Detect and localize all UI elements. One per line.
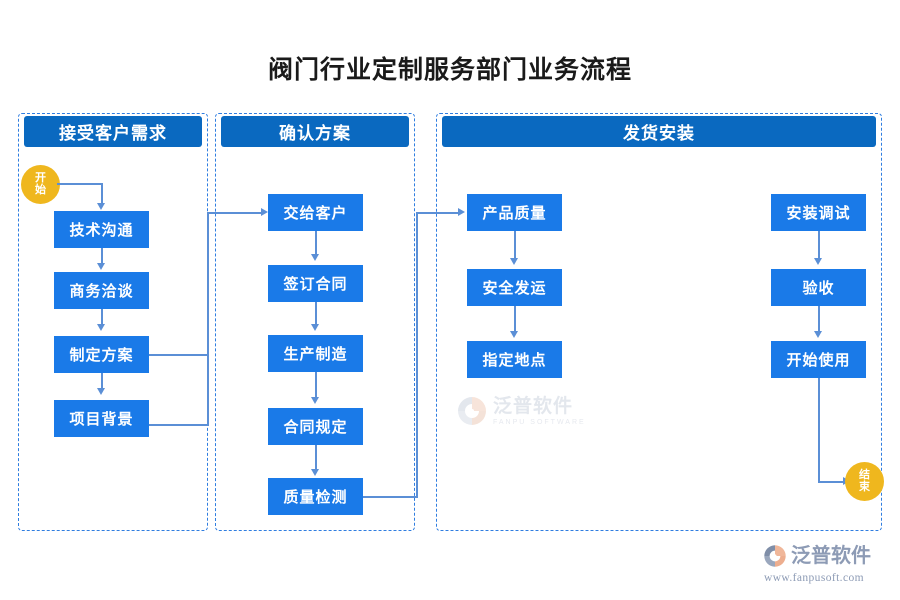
node-make-plan: 制定方案 — [54, 336, 149, 373]
fanpu-brand-icon — [762, 543, 788, 569]
connector-rail-to-product-quality — [416, 212, 460, 214]
terminator-start-line1: 开 — [35, 171, 46, 184]
node-technical-communication: 技术沟通 — [54, 211, 149, 248]
node-sign-contract: 签订合同 — [268, 265, 363, 302]
connector-quality-check-to-rail — [363, 496, 418, 498]
connector-rail-col2-to-col3 — [416, 212, 418, 497]
lane-confirm-plan-container — [215, 113, 415, 531]
terminator-end: 结 束 — [845, 462, 884, 501]
lane-header-accept-requirements: 接受客户需求 — [24, 116, 202, 147]
arrowhead-deliver-to-sign — [311, 254, 319, 261]
node-business-negotiation: 商务洽谈 — [54, 272, 149, 309]
node-contract-terms: 合同规定 — [268, 408, 363, 445]
arrowhead-rail-to-deliver-customer — [261, 208, 268, 216]
fanpu-logo: 泛普软件 www.fanpusoft.com — [762, 543, 894, 591]
connector-make-plan-to-rail — [149, 354, 209, 356]
arrowhead-product-quality-to-safe-shipping — [510, 258, 518, 265]
connector-start-to-node1-h — [57, 183, 102, 185]
terminator-start-line2: 始 — [35, 183, 46, 196]
arrowhead-safe-shipping-to-designated-location — [510, 331, 518, 338]
logo-brand-cn: 泛普软件 — [791, 545, 871, 567]
arrowhead-node2-to-node3 — [97, 324, 105, 331]
arrowhead-rail-to-product-quality — [458, 208, 465, 216]
connector-node1-to-node2 — [101, 248, 103, 265]
page-title: 阀门行业定制服务部门业务流程 — [267, 56, 632, 84]
terminator-end-line2: 束 — [859, 480, 870, 493]
node-designated-location: 指定地点 — [467, 341, 562, 378]
arrowhead-install-debug-to-acceptance — [814, 258, 822, 265]
arrowhead-acceptance-to-start-using — [814, 331, 822, 338]
node-start-using: 开始使用 — [771, 341, 866, 378]
node-product-quality: 产品质量 — [467, 194, 562, 231]
arrowhead-manufacture-to-contract-terms — [311, 397, 319, 404]
terminator-end-line1: 结 — [859, 468, 870, 481]
connector-project-background-to-rail — [149, 424, 209, 426]
connector-start-using-to-end — [818, 378, 820, 482]
lane-header-ship-install: 发货安装 — [442, 116, 876, 147]
arrowhead-sign-to-manufacture — [311, 324, 319, 331]
connector-product-quality-to-safe-shipping — [514, 231, 516, 260]
arrowhead-contract-terms-to-quality-check — [311, 469, 319, 476]
connector-sign-to-manufacture — [315, 302, 317, 326]
connector-start-using-to-end-h — [818, 481, 845, 483]
arrowhead-node1-to-node2 — [97, 263, 105, 270]
connector-install-debug-to-acceptance — [818, 231, 820, 260]
arrowhead-start-to-node1 — [97, 203, 105, 210]
connector-start-to-node1-v — [101, 183, 103, 205]
node-quality-inspection: 质量检测 — [268, 478, 363, 515]
node-safe-shipping: 安全发运 — [467, 269, 562, 306]
lane-header-confirm-plan: 确认方案 — [221, 116, 409, 147]
terminator-start: 开 始 — [21, 165, 60, 204]
logo-row: 泛普软件 — [762, 543, 871, 569]
connector-safe-shipping-to-designated-location — [514, 306, 516, 333]
connector-acceptance-to-start-using — [818, 306, 820, 333]
lane-ship-install-container — [436, 113, 882, 531]
connector-deliver-to-sign — [315, 231, 317, 256]
node-project-background: 项目背景 — [54, 400, 149, 437]
connector-rail-col1-to-col2 — [207, 212, 209, 425]
node-deliver-to-customer: 交给客户 — [268, 194, 363, 231]
connector-rail-to-deliver-customer — [207, 212, 263, 214]
node-acceptance: 验收 — [771, 269, 866, 306]
node-production-manufacture: 生产制造 — [268, 335, 363, 372]
connector-node3-to-node4 — [101, 373, 103, 390]
logo-url: www.fanpusoft.com — [764, 572, 864, 584]
connector-node2-to-node3 — [101, 309, 103, 326]
connector-manufacture-to-contract-terms — [315, 372, 317, 399]
connector-contract-terms-to-quality-check — [315, 445, 317, 471]
arrowhead-node3-to-node4 — [97, 388, 105, 395]
node-install-debug: 安装调试 — [771, 194, 866, 231]
